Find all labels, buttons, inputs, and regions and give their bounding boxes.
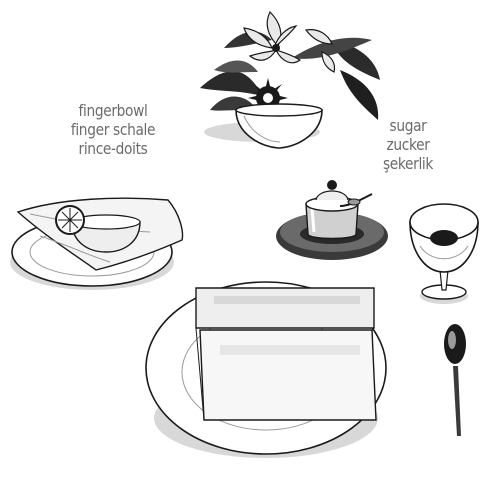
sugar-label-de: zucker [372,135,444,154]
sugar-label-tr: şekerlik [372,154,444,173]
wine-glass [410,204,478,304]
fingerbowl-label: fingerbowl finger schale rince-doits [55,101,170,158]
fingerbowl-label-en: fingerbowl [55,101,170,120]
teaspoon [444,324,466,436]
sugar-label: sugar zucker şekerlik [372,116,444,173]
sugar-label-en: sugar [372,116,444,135]
sugar-bowl-setting [276,180,388,260]
fingerbowl-setting [10,198,182,290]
fingerbowl-label-de: finger schale [55,120,170,139]
dinner-plate-with-napkin [146,282,386,458]
flower-arrangement [200,12,380,148]
fingerbowl-label-fr: rince-doits [55,139,170,158]
